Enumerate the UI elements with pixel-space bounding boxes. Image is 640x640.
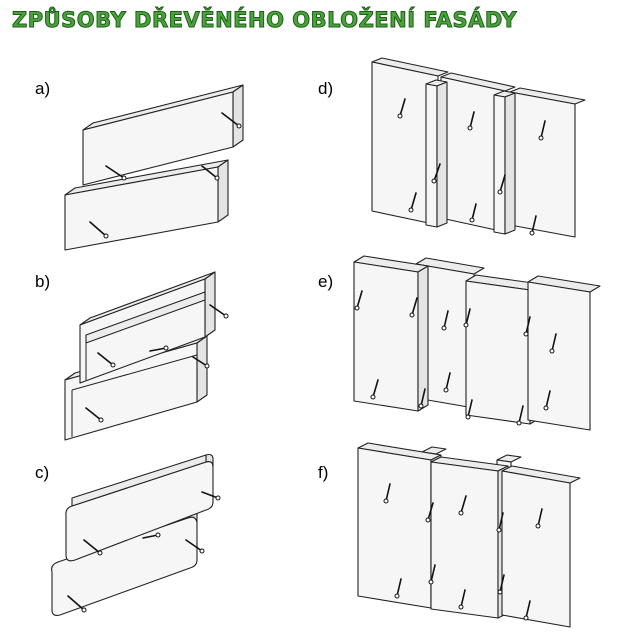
board-lower: [64, 159, 229, 251]
variant-label-f: f): [318, 463, 329, 482]
board-upper: [65, 453, 214, 562]
nail-icon: [397, 98, 546, 236]
variant-label-a: a): [35, 79, 51, 98]
front-boards: [357, 442, 581, 628]
cover-battens: [425, 79, 516, 235]
nail-icon: [85, 304, 229, 423]
page-title: ZPŮSOBY DŘEVĚNÉHO OBLOŽENÍ FASÁDY: [11, 8, 518, 33]
board-upper: [82, 84, 244, 186]
nail-icon: [354, 290, 557, 426]
variant-label-d: d): [318, 79, 334, 98]
nail-icon: [89, 112, 242, 239]
board-upper: [79, 271, 216, 384]
back-boards: [371, 57, 586, 238]
nail-icon: [67, 491, 221, 613]
variant-label-b: b): [35, 272, 51, 291]
variant-label-c: c): [35, 463, 50, 482]
variant-label-e: e): [318, 272, 334, 291]
front-boards: [353, 255, 601, 431]
nail-icon: [383, 483, 543, 621]
